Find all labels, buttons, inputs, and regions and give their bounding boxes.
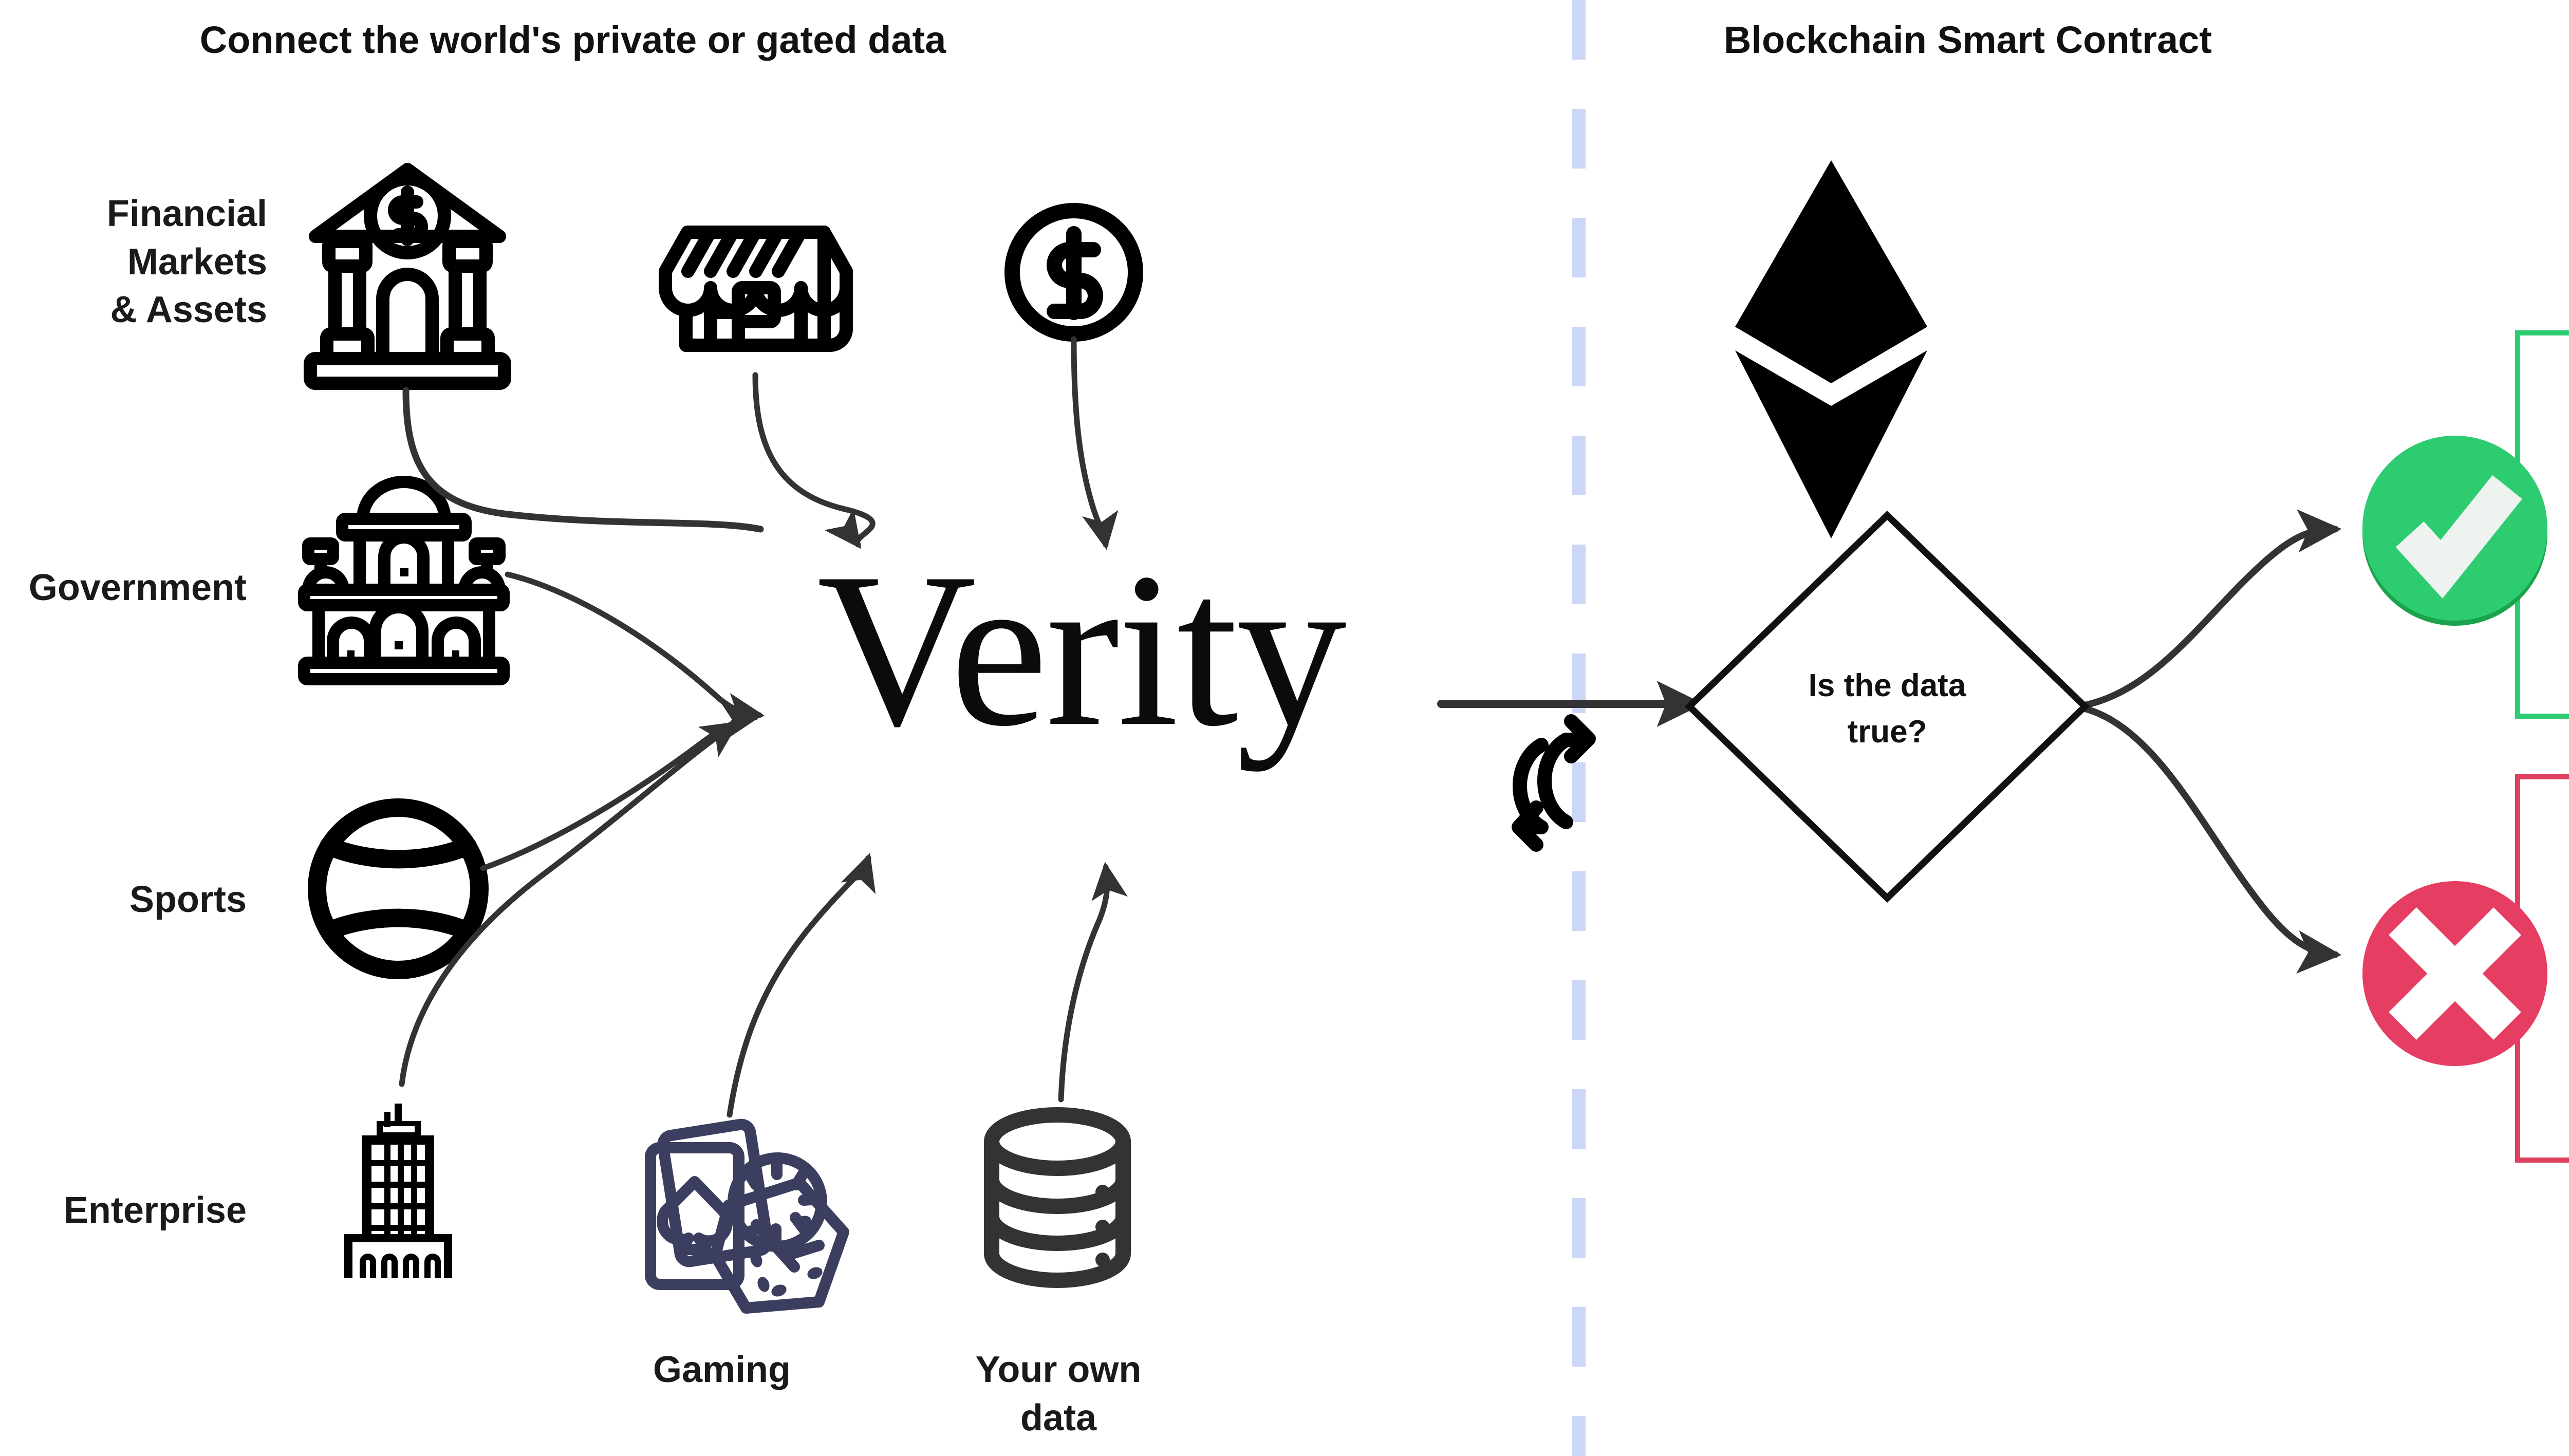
right-section-header: Blockchain Smart Contract bbox=[1724, 18, 2212, 61]
connector-decision-to-success bbox=[2082, 509, 2342, 708]
source-label-financial: Financial Markets & Assets bbox=[106, 193, 267, 331]
playing-cards-dice-icon bbox=[645, 1118, 849, 1314]
office-building-icon bbox=[344, 1104, 452, 1278]
connector-decision-to-failure bbox=[2082, 705, 2342, 974]
dollar-coin-icon bbox=[1004, 203, 1143, 342]
failure-outcome-label: Minimise bad outcomes bbox=[2530, 922, 2569, 1020]
bank-icon bbox=[304, 163, 511, 390]
cross-circle-icon bbox=[2362, 881, 2547, 1066]
connector-bank bbox=[402, 387, 764, 533]
source-label-government: Government bbox=[28, 567, 247, 608]
source-label-own-data: Your own data bbox=[975, 1349, 1142, 1439]
connector-government bbox=[505, 571, 765, 730]
connector-coin bbox=[1071, 336, 1119, 550]
storefront-icon bbox=[659, 226, 853, 352]
left-section-header: Connect the world's private or gated dat… bbox=[199, 18, 946, 61]
check-circle-icon bbox=[2362, 436, 2547, 626]
connector-own-data bbox=[1058, 862, 1128, 1103]
source-label-sports: Sports bbox=[129, 879, 247, 920]
connector-store bbox=[752, 372, 876, 549]
ball-icon bbox=[308, 798, 489, 979]
refresh-cycle-icon bbox=[1512, 714, 1596, 852]
connector-gaming bbox=[727, 852, 876, 1118]
capitol-building-icon bbox=[298, 476, 510, 685]
ethereum-logo bbox=[1735, 160, 1927, 538]
brand-wordmark: Verity bbox=[817, 528, 1347, 772]
connector-enterprise bbox=[399, 721, 739, 1087]
source-label-gaming: Gaming bbox=[653, 1349, 791, 1390]
success-outcome-label: Enforce Data Protocols bbox=[2530, 478, 2569, 576]
database-icon bbox=[984, 1107, 1131, 1288]
source-label-enterprise: Enterprise bbox=[63, 1190, 247, 1231]
decision-question: Is the data true? bbox=[1808, 668, 1966, 750]
decision-diamond bbox=[1684, 510, 2090, 903]
